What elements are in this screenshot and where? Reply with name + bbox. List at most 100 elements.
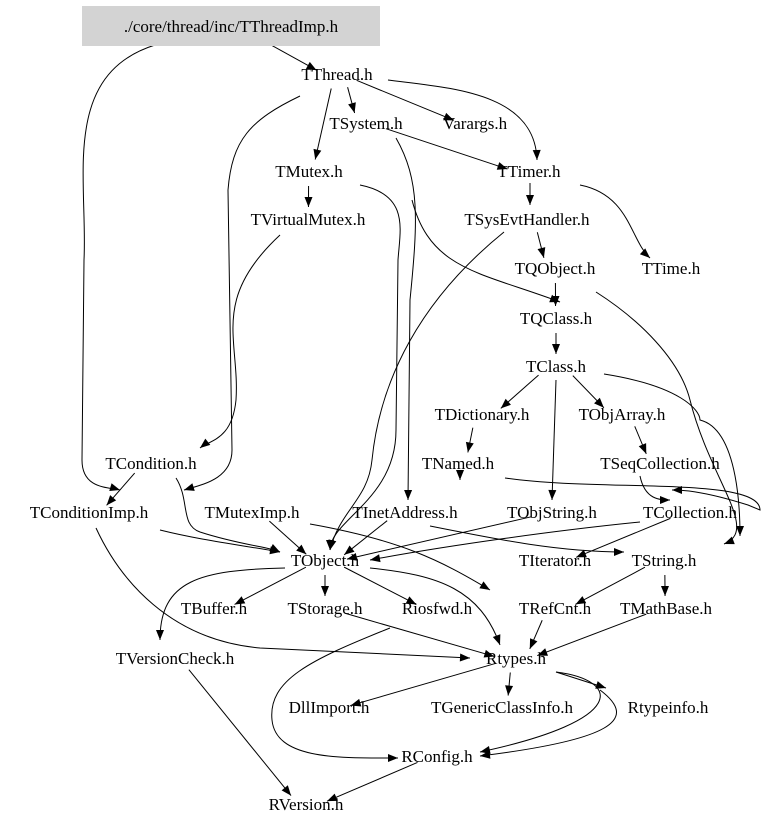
node-rtypeinfo[interactable]: Rtypeinfo.h (628, 698, 709, 717)
node-tqobject[interactable]: TQObject.h (515, 259, 596, 278)
edge-line (344, 612, 495, 657)
edge-arrowhead (660, 496, 670, 504)
edge-line (575, 517, 671, 558)
edge-TMathBase-to-Rtypes (537, 613, 647, 657)
node-tvirtualmutex[interactable]: TVirtualMutex.h (251, 210, 366, 229)
edge-TSeqCollection-to-TCollection (639, 475, 671, 504)
edge-arrowhead (443, 112, 454, 121)
node-rversion[interactable]: RVersion.h (269, 795, 344, 814)
node-riosfwd[interactable]: Riosfwd.h (402, 599, 473, 618)
node-tbuffer[interactable]: TBuffer.h (181, 599, 248, 618)
edge-arrowhead (350, 698, 362, 707)
node-tnamed[interactable]: TNamed.h (422, 454, 495, 473)
edge-line (369, 567, 501, 646)
edge-line (479, 671, 601, 753)
edge-arrowhead (313, 148, 322, 160)
edge-TNamed-to-TObject (456, 470, 464, 480)
edge-arrowhead (234, 596, 246, 605)
node-label: TString.h (632, 551, 697, 570)
node-label: TStorage.h (287, 599, 363, 618)
node-tthread[interactable]: TThread.h (301, 65, 373, 84)
node-label: TSysEvtHandler.h (464, 210, 590, 229)
edge-line (350, 662, 497, 706)
edge-TObject-to-Riosfwd (343, 566, 417, 605)
edge-line (314, 88, 332, 160)
node-label: Varargs.h (443, 114, 508, 133)
node-tstorage[interactable]: TStorage.h (287, 599, 363, 618)
node-rtypes[interactable]: Rtypes.h (486, 649, 546, 668)
edge-line (639, 475, 671, 501)
edge-arrowhead (327, 793, 338, 802)
node-tqclass[interactable]: TQClass.h (520, 309, 593, 328)
edge-TCollection-to-TObject (369, 521, 641, 563)
edge-arrowhead (639, 248, 650, 258)
edge-line (329, 184, 401, 551)
node-tmutex[interactable]: TMutex.h (275, 162, 343, 181)
node-rconfig[interactable]: RConfig.h (401, 747, 473, 766)
edge-line (159, 529, 281, 553)
edge-arrowhead (370, 554, 381, 563)
node-tobjarray[interactable]: TObjArray.h (579, 405, 666, 424)
node-tmathbase[interactable]: TMathBase.h (620, 599, 713, 618)
node-tcollection[interactable]: TCollection.h (643, 503, 737, 522)
edge-TThread-to-Varargs (356, 79, 455, 121)
node-tsysevthandler[interactable]: TSysEvtHandler.h (464, 210, 590, 229)
node-label: RConfig.h (401, 747, 473, 766)
edge-TThread-to-TMutex (313, 88, 332, 160)
node-tseqcollection[interactable]: TSeqCollection.h (600, 454, 720, 473)
edge-TSystem-to-TInetAddress (395, 137, 416, 501)
node-tstring[interactable]: TString.h (632, 551, 697, 570)
edge-TTimer-to-TTime (579, 184, 651, 259)
node-label: TVersionCheck.h (116, 649, 235, 668)
node-dllimport[interactable]: DllImport.h (289, 698, 370, 717)
node-label: TIterator.h (519, 551, 592, 570)
node-tinetaddress[interactable]: TInetAddress.h (352, 503, 458, 522)
edge-Riosfwd-to-RConfig (271, 627, 399, 762)
node-ttimer[interactable]: TTimer.h (497, 162, 561, 181)
node-tdictionary[interactable]: TDictionary.h (435, 405, 530, 424)
edge-arrowhead (548, 489, 557, 500)
edge-arrowhead (346, 552, 358, 561)
node-ttime[interactable]: TTime.h (642, 259, 701, 278)
node-tcondition[interactable]: TCondition.h (105, 454, 197, 473)
node-tobjstring[interactable]: TObjString.h (507, 503, 597, 522)
edge-TClass-to-TDictionary (500, 374, 539, 409)
edge-TConditionImp-to-Rtypes (95, 527, 471, 662)
edge-arrowhead (328, 539, 337, 550)
edge-Rtypeinfo-to-RConfig (479, 689, 617, 759)
edge-arrowhead (344, 545, 355, 555)
edge-arrowhead (660, 585, 669, 597)
node-varargs[interactable]: Varargs.h (443, 114, 508, 133)
edge-line (346, 516, 532, 560)
edge-arrowhead (594, 397, 604, 408)
edge-TDictionary-to-TNamed (465, 427, 474, 453)
edge-line (356, 79, 455, 121)
edge-arrowhead (483, 649, 495, 658)
node-tgenericclassinfo[interactable]: TGenericClassInfo.h (431, 698, 574, 717)
node-titerator[interactable]: TIterator.h (519, 551, 592, 570)
edge-arrowhead (321, 586, 329, 596)
edge-line (387, 79, 538, 161)
nodes: ./core/thread/inc/TThreadImp.hTThread.hT… (30, 6, 737, 814)
edge-TObject-to-TStorage (321, 575, 329, 596)
node-tobject[interactable]: TObject.h (291, 551, 360, 570)
node-tmuteximp[interactable]: TMutexImp.h (205, 503, 300, 522)
edge-line (537, 613, 647, 657)
node-tversioncheck[interactable]: TVersionCheck.h (116, 649, 235, 668)
edge-line (159, 567, 286, 641)
node-tsystem[interactable]: TSystem.h (329, 114, 403, 133)
node-tclass[interactable]: TClass.h (526, 357, 586, 376)
edge-TCollection-to-TIterator (575, 517, 671, 558)
edge-line (175, 477, 281, 553)
edge-line (326, 762, 418, 802)
node-root[interactable]: ./core/thread/inc/TThreadImp.h (82, 6, 380, 46)
node-label: TGenericClassInfo.h (431, 698, 574, 717)
node-label: TDictionary.h (435, 405, 530, 424)
node-label: TMutexImp.h (205, 503, 300, 522)
edge-TThread-to-TTimer (387, 79, 541, 161)
node-tconditionimp[interactable]: TConditionImp.h (30, 503, 149, 522)
node-trefcnt[interactable]: TRefCnt.h (519, 599, 592, 618)
edge-line (603, 373, 741, 537)
edge-arrowhead (106, 495, 117, 506)
edge-TQObject-to-TString (595, 291, 738, 545)
